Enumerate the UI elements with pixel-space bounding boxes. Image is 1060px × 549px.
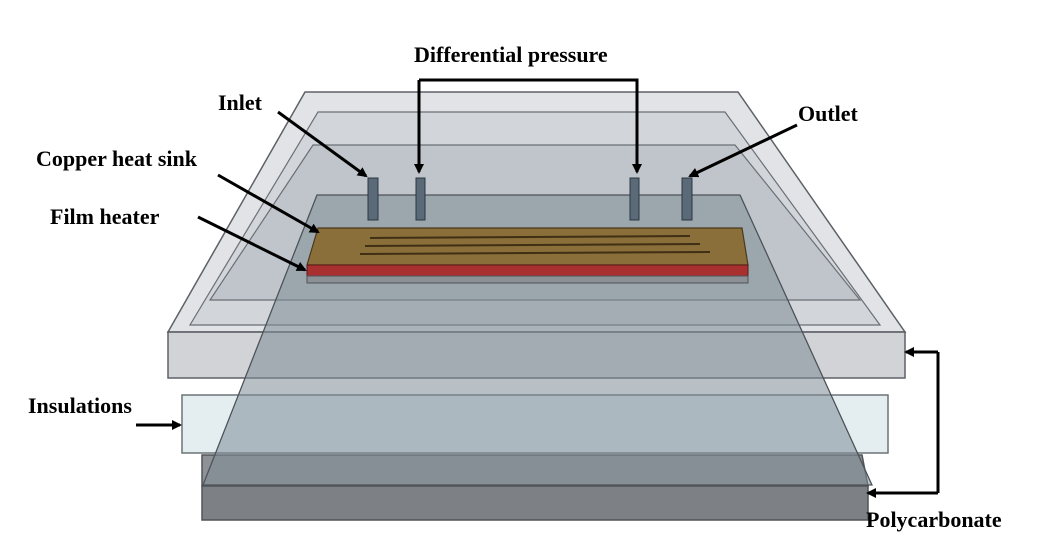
label-outlet: Outlet: [798, 101, 859, 126]
pressure-port-right: [629, 177, 640, 221]
inlet-fitting: [367, 177, 379, 221]
inlet-arrow: [277, 110, 368, 178]
outlet-fitting: [681, 177, 693, 221]
copper-heat-sink: [306, 227, 749, 266]
label-insulations: Insulations: [28, 393, 132, 418]
film-heater-arrow: [197, 215, 307, 272]
pressure-port-left: [415, 177, 426, 221]
label-inlet: Inlet: [218, 90, 263, 115]
polycarbonate-arrows: [866, 347, 940, 498]
label-polycarbonate: Polycarbonate: [866, 507, 1002, 532]
differential-pressure-arrows: [414, 78, 642, 174]
copper-heat-sink-arrow: [217, 173, 320, 234]
label-film-heater: Film heater: [50, 204, 160, 229]
film-heater: [306, 264, 749, 284]
label-copper-heat-sink: Copper heat sink: [36, 146, 198, 171]
label-differential-pressure: Differential pressure: [414, 42, 608, 67]
outlet-arrow: [688, 123, 798, 178]
